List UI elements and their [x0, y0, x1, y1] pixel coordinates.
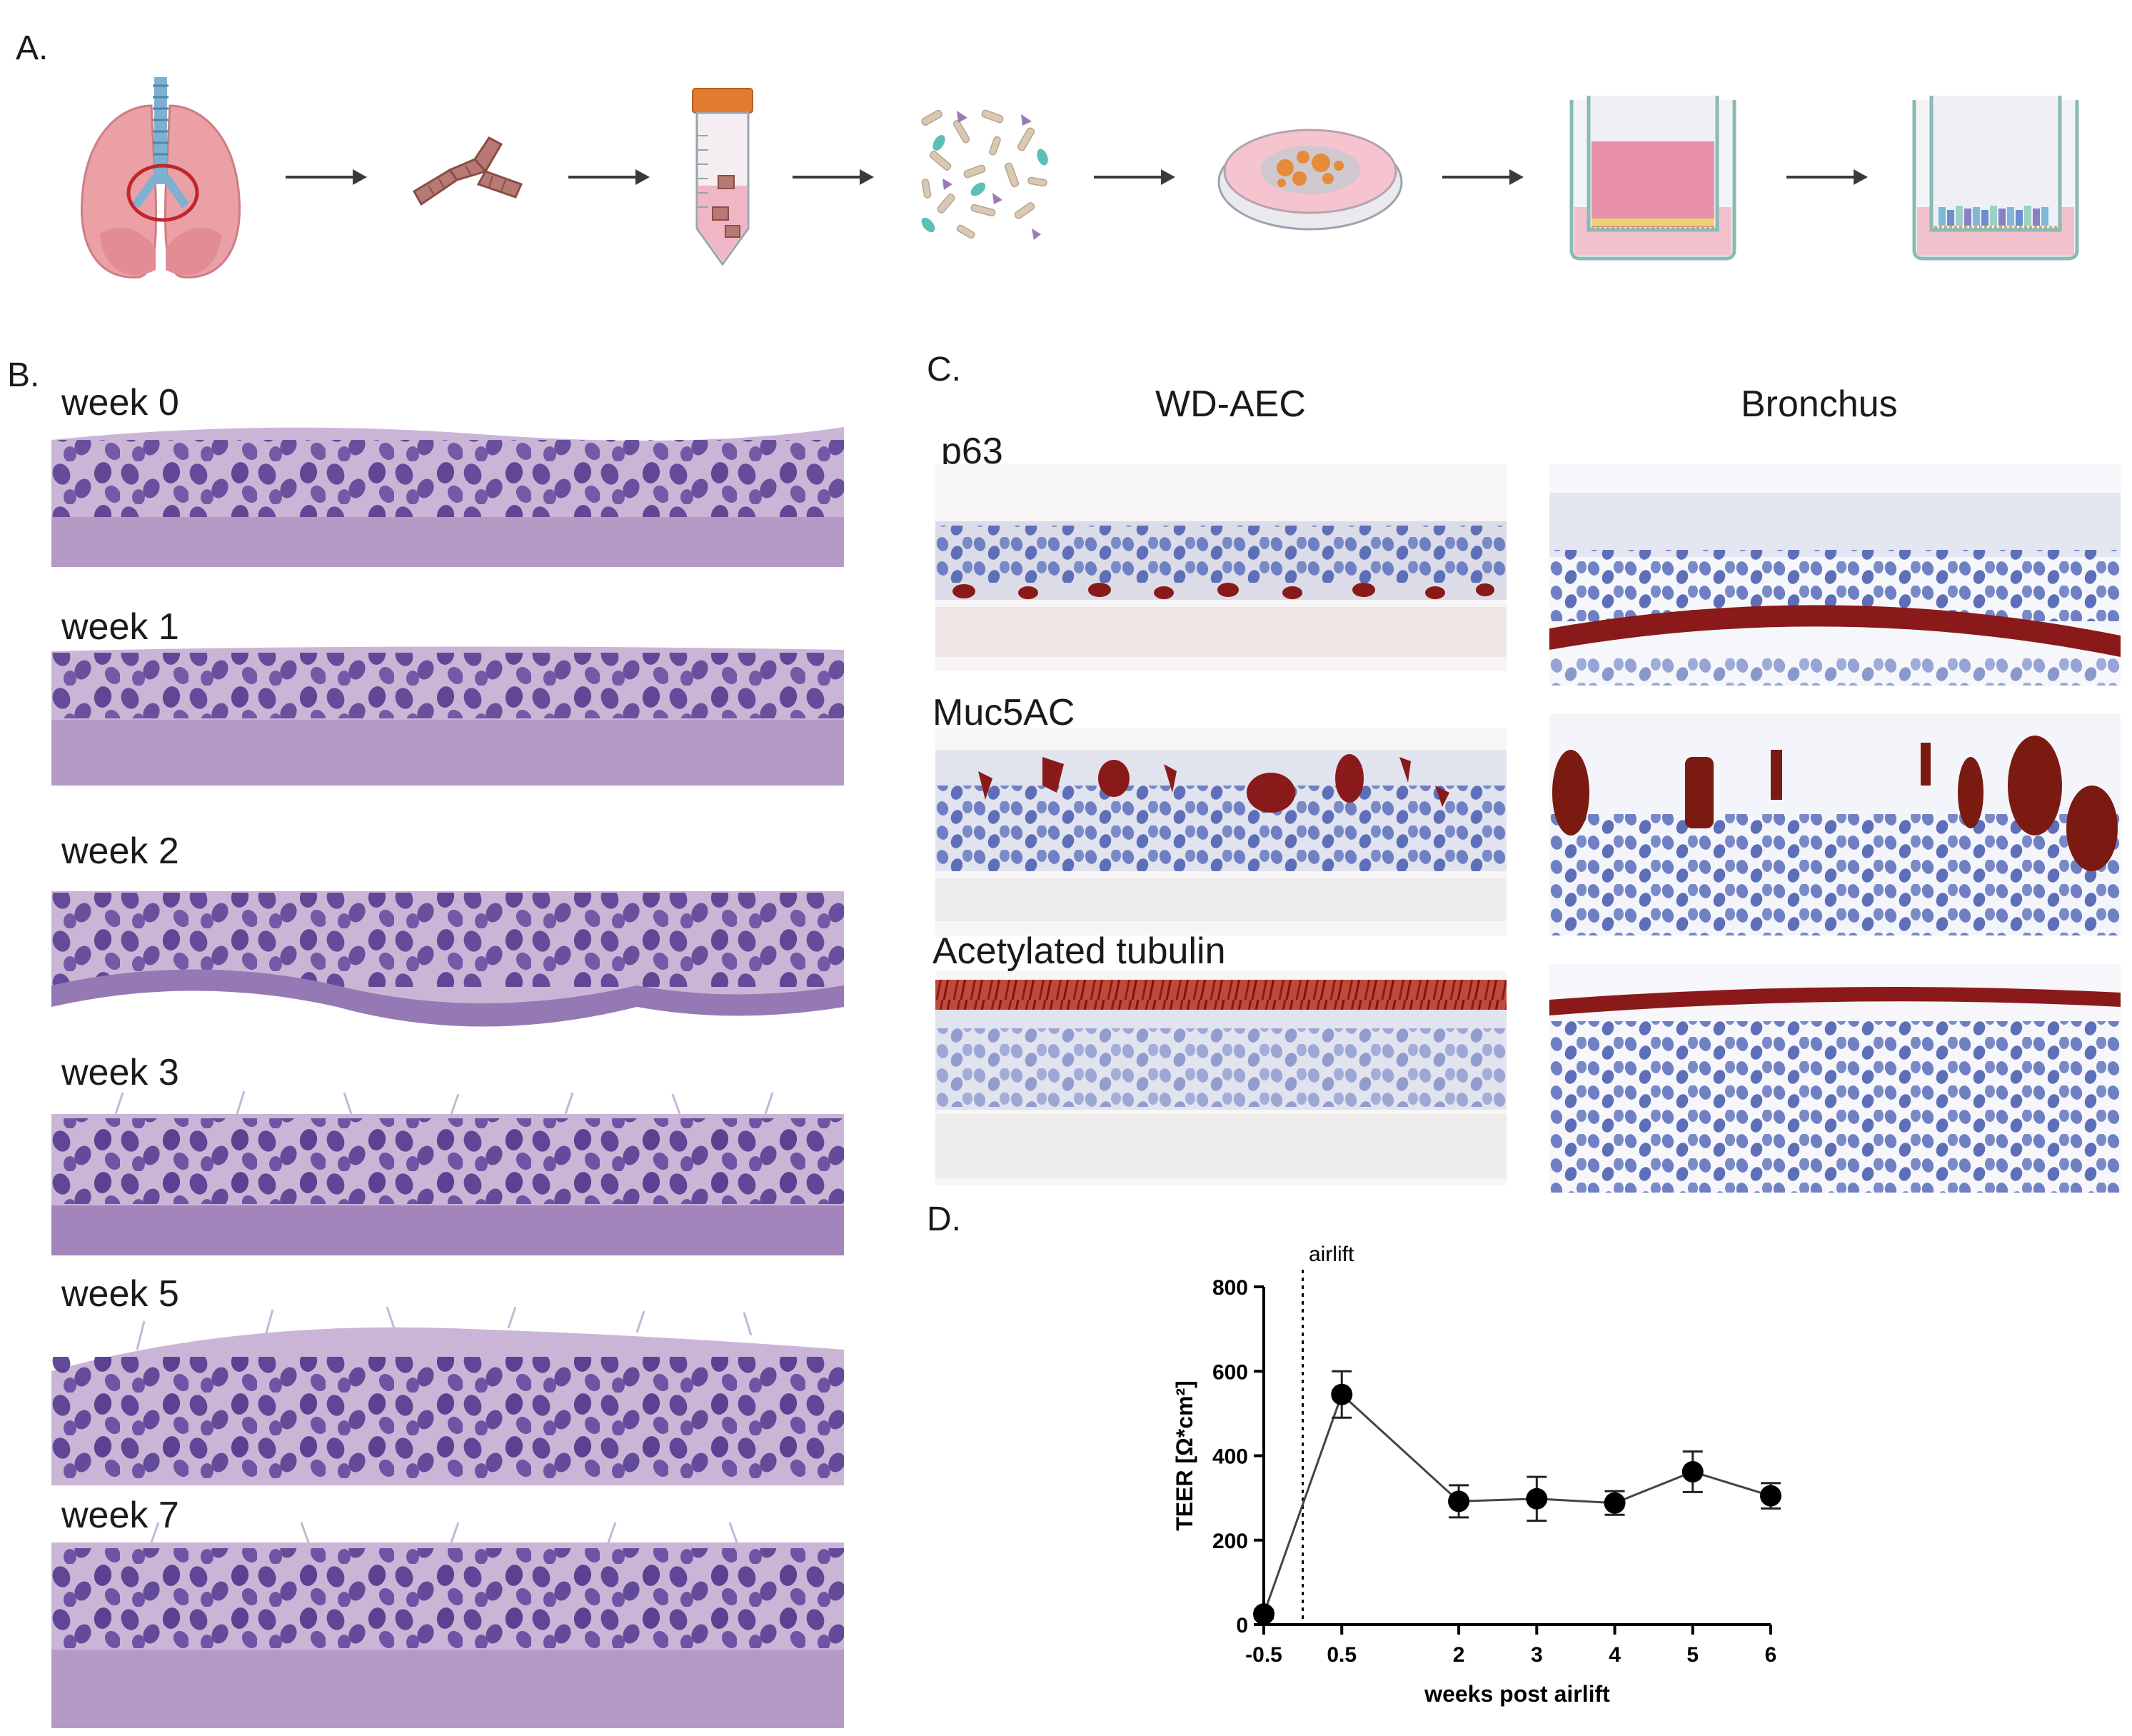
- week-label-0: week 0: [61, 382, 179, 423]
- x-tick-label: 0.5: [1327, 1643, 1357, 1667]
- panel-d-label: D.: [927, 1200, 961, 1238]
- he-image-week-1: [51, 643, 844, 786]
- week-label-5: week 5: [61, 1273, 179, 1315]
- data-point: [1760, 1485, 1781, 1507]
- he-image-week-5: [51, 1307, 844, 1485]
- panel-b-label: B.: [7, 356, 40, 394]
- teer-chart: 0 200 400 600 800 -0.5 0.5 2 3 4 5 6 weeks post airl…: [1172, 1243, 1781, 1707]
- y-tick-label: 0: [1236, 1614, 1248, 1637]
- data-point: [1331, 1383, 1353, 1405]
- bronchus-fragment-icon: [412, 136, 523, 206]
- ihc-p63-bronchus: [1549, 464, 2121, 686]
- transwell-submerged-icon: [1569, 96, 1736, 261]
- flow-arrow-6: [1786, 169, 1868, 185]
- x-tick-label: 2: [1453, 1643, 1465, 1667]
- stain-label-acetylated-tubulin: Acetylated tubulin: [932, 930, 1226, 972]
- ihc-acetylated-tubulin-wd-aec: [935, 971, 1507, 1185]
- y-tick-label: 600: [1212, 1360, 1248, 1384]
- tube-icon: [692, 88, 753, 266]
- flow-arrow-2: [568, 169, 650, 185]
- x-tick-label: 4: [1609, 1643, 1621, 1667]
- column-header-bronchus: Bronchus: [1741, 383, 1898, 425]
- week-label-1: week 1: [61, 606, 179, 648]
- series-line: [1262, 1393, 1771, 1615]
- ihc-acetylated-tubulin-bronchus: [1549, 964, 2121, 1193]
- data-point: [1253, 1603, 1274, 1625]
- ihc-muc5ac-wd-aec: [935, 728, 1507, 935]
- x-axis-title: weeks post airlift: [1424, 1681, 1610, 1707]
- stain-label-muc5ac: Muc5AC: [932, 692, 1075, 733]
- week-label-7: week 7: [61, 1495, 179, 1536]
- y-tick-label: 200: [1212, 1530, 1248, 1553]
- x-tick-label: -0.5: [1245, 1643, 1282, 1667]
- dissociated-cells-icon: [921, 109, 1048, 240]
- y-tick-label: 400: [1212, 1445, 1248, 1469]
- flow-arrow-5: [1442, 169, 1524, 185]
- x-tick-label: 3: [1531, 1643, 1543, 1667]
- airlift-annotation: airlift: [1309, 1243, 1354, 1266]
- data-point: [1604, 1492, 1626, 1514]
- he-image-week-3: [51, 1085, 844, 1257]
- data-point: [1526, 1487, 1548, 1510]
- data-point: [1681, 1460, 1704, 1482]
- transwell-airlift-icon: [1912, 96, 2079, 261]
- x-tick-label: 6: [1765, 1643, 1777, 1667]
- x-tick-label: 5: [1686, 1643, 1699, 1667]
- flow-arrow-4: [1094, 169, 1175, 185]
- ihc-muc5ac-bronchus: [1549, 714, 2121, 935]
- flow-arrow-1: [286, 169, 367, 185]
- he-image-week-0: [51, 418, 844, 577]
- he-image-week-7: [51, 1521, 844, 1728]
- y-axis-title: TEER [Ω*cm²]: [1172, 1380, 1197, 1531]
- ihc-p63-wd-aec: [935, 464, 1507, 671]
- panel-c-label: C.: [927, 351, 961, 388]
- week-label-3: week 3: [61, 1052, 179, 1093]
- he-image-week-2: [51, 885, 844, 1050]
- flow-arrow-3: [793, 169, 874, 185]
- y-tick-label: 800: [1212, 1276, 1248, 1300]
- data-point: [1448, 1490, 1470, 1512]
- week-label-2: week 2: [61, 831, 179, 872]
- lungs-icon: [80, 77, 241, 279]
- column-header-wd-aec: WD-AEC: [1155, 383, 1306, 425]
- panel-a-label: A.: [16, 29, 49, 67]
- petri-dish-icon: [1217, 129, 1403, 231]
